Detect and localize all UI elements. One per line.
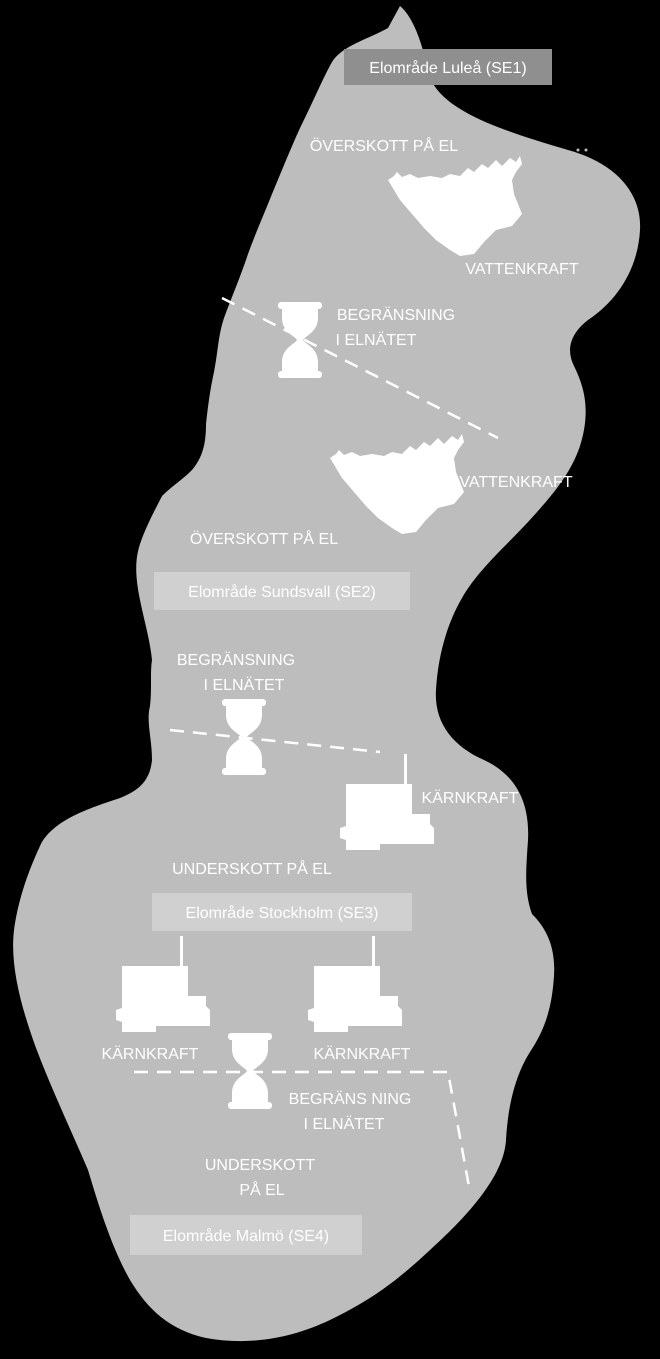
deficit-label: UNDERSKOTT [205,1157,315,1174]
hydro-label: VATTENKRAFT [465,261,578,278]
deficit-label: UNDERSKOTT PÅ EL [172,859,332,878]
sweden-landmass [13,6,641,1342]
zone-label-se3: Elområde Stockholm (SE3) [186,904,379,922]
zone-box-se3: Elområde Stockholm (SE3) [152,893,412,931]
zone-box-se2: Elområde Sundsvall (SE2) [154,572,410,610]
zone-label-se2: Elområde Sundsvall (SE2) [188,583,376,601]
grid-limit-label: BEGRÄNS NING [289,1090,412,1108]
zone-border-se3-se4 [134,1070,472,1193]
grid-limit-label: BEGRÄNSNING [177,651,295,669]
deficit-label: PÅ EL [239,1180,284,1199]
grid-limit-label: BEGRÄNSNING [337,306,455,324]
surplus-label: ÖVERSKOTT PÅ EL [310,136,458,155]
island-dot [576,148,580,152]
grid-limit-label: I ELNÄTET [336,331,417,349]
zone-label-se1: Elområde Luleå (SE1) [369,59,526,77]
surplus-label: ÖVERSKOTT PÅ EL [190,529,338,548]
grid-limit-label: I ELNÄTET [304,1115,385,1133]
zone-box-se1: Elområde Luleå (SE1) [344,49,552,85]
zone-box-se4: Elområde Malmö (SE4) [130,1215,362,1255]
nuclear-label: KÄRNKRAFT [102,1045,199,1063]
nuclear-label: KÄRNKRAFT [422,789,519,807]
nuclear-label: KÄRNKRAFT [314,1045,411,1063]
zone-label-se4: Elområde Malmö (SE4) [163,1227,329,1245]
island-dot [584,148,588,152]
zone-border-se2-se3 [169,728,381,754]
grid-limit-label: I ELNÄTET [204,676,285,694]
hydro-label: VATTENKRAFT [459,474,572,491]
zone-border-se1-se2 [221,296,499,440]
